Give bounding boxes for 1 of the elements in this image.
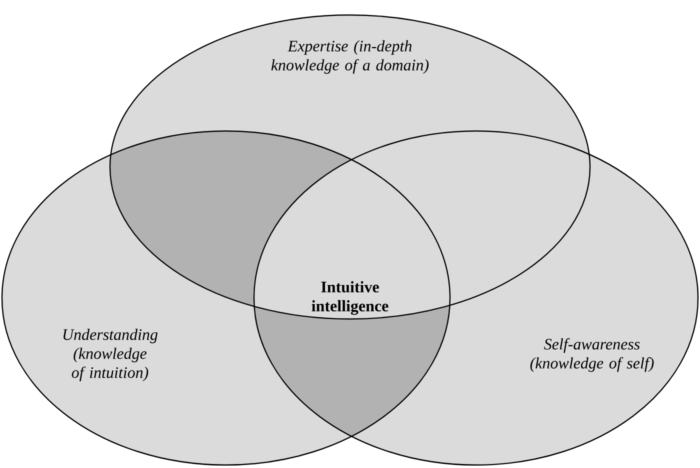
center-label: Intuitive intelligence: [312, 281, 388, 315]
